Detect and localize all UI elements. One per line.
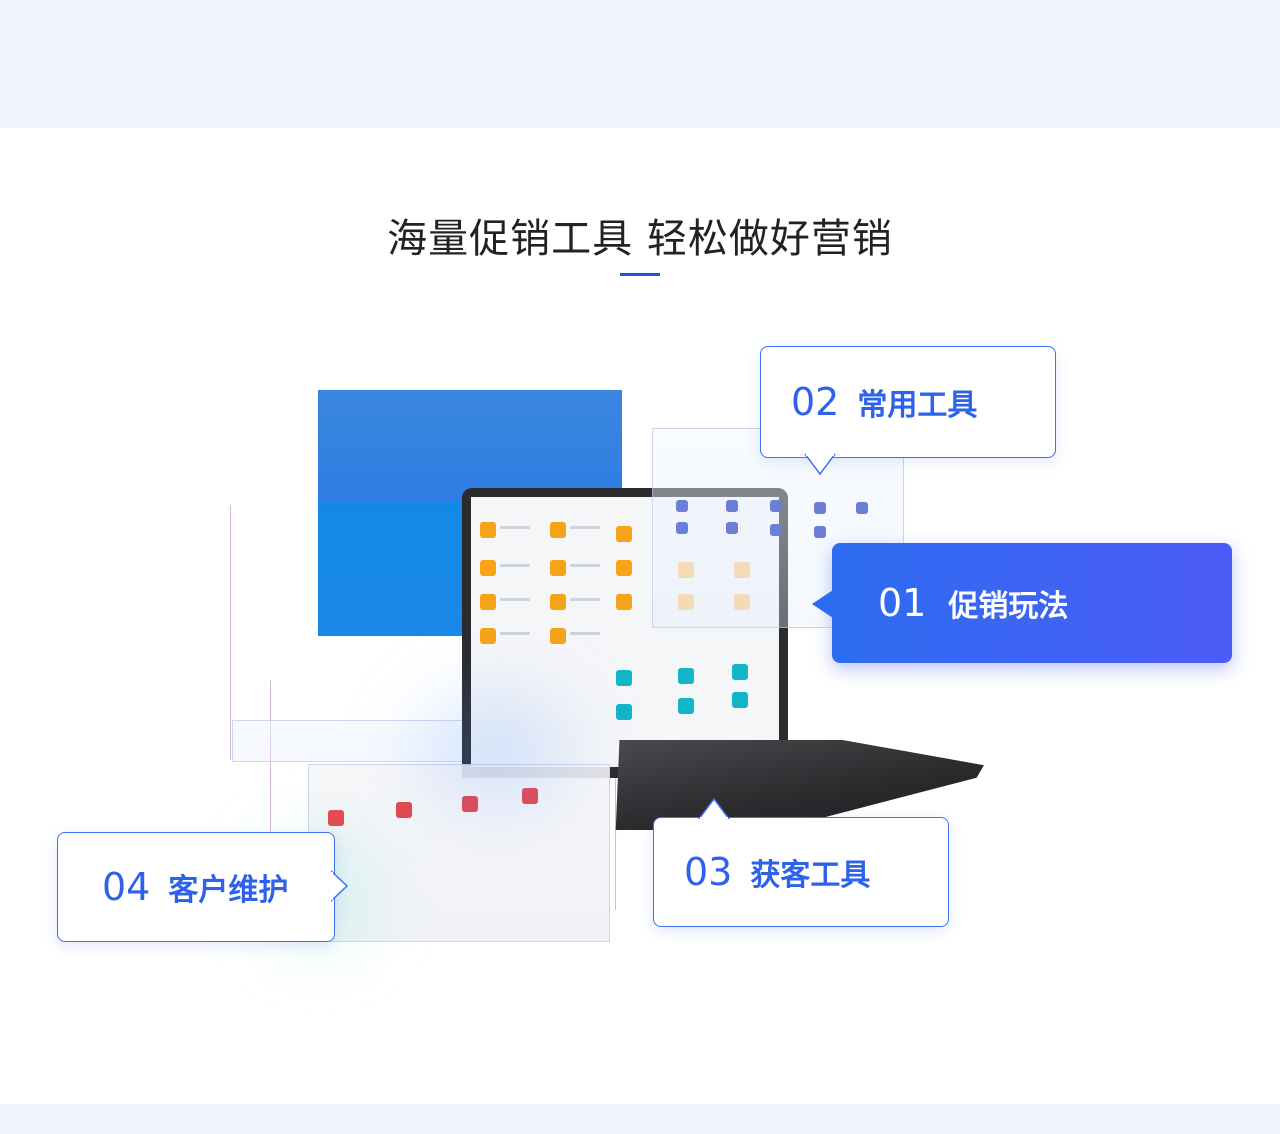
app-tile xyxy=(678,668,694,684)
text-line xyxy=(500,526,530,529)
app-tile xyxy=(550,522,566,538)
app-tile xyxy=(676,500,688,512)
feature-card-03[interactable]: 03 获客工具 xyxy=(653,817,949,927)
app-tile xyxy=(856,502,868,514)
app-tile xyxy=(678,698,694,714)
glow xyxy=(420,700,570,800)
text-line xyxy=(570,564,600,567)
app-tile xyxy=(522,788,538,804)
app-tile xyxy=(480,560,496,576)
app-tile xyxy=(814,502,826,514)
app-tile xyxy=(734,594,750,610)
feature-number: 02 xyxy=(791,380,840,424)
feature-label: 常用工具 xyxy=(857,388,978,423)
app-tile xyxy=(676,522,688,534)
app-tile xyxy=(550,560,566,576)
card-pointer xyxy=(698,797,730,819)
decor-line xyxy=(615,760,616,910)
decor-line xyxy=(230,505,231,760)
app-tile xyxy=(770,500,782,512)
card-pointer xyxy=(331,870,349,902)
feature-card-02[interactable]: 02 常用工具 xyxy=(760,346,1056,458)
feature-label: 客户维护 xyxy=(168,873,289,908)
app-tile xyxy=(726,500,738,512)
app-tile xyxy=(550,628,566,644)
title-underline xyxy=(620,273,660,276)
app-tile xyxy=(328,810,344,826)
app-tile xyxy=(726,522,738,534)
feature-number: 01 xyxy=(878,581,927,625)
decor-line xyxy=(270,680,271,940)
app-tile xyxy=(462,796,478,812)
feature-card-04[interactable]: 04 客户维护 xyxy=(57,832,335,942)
app-tile xyxy=(678,594,694,610)
top-band xyxy=(0,0,1280,128)
feature-label: 促销玩法 xyxy=(948,589,1069,624)
feature-label: 获客工具 xyxy=(750,858,871,893)
feature-card-01[interactable]: 01 促销玩法 xyxy=(832,543,1232,663)
feature-number: 03 xyxy=(684,850,733,894)
app-tile xyxy=(616,704,632,720)
app-tile xyxy=(734,562,750,578)
card-pointer xyxy=(812,590,833,618)
app-tile xyxy=(732,664,748,680)
app-tile xyxy=(616,594,632,610)
app-tile xyxy=(480,522,496,538)
text-line xyxy=(570,632,600,635)
app-tile xyxy=(396,802,412,818)
page-title: 海量促销工具 轻松做好营销 xyxy=(387,216,893,262)
text-line xyxy=(500,564,530,567)
app-tile xyxy=(678,562,694,578)
text-line xyxy=(500,598,530,601)
app-tile xyxy=(480,594,496,610)
text-line xyxy=(570,598,600,601)
app-tile xyxy=(480,628,496,644)
app-tile xyxy=(814,526,826,538)
glass-panel xyxy=(308,764,610,942)
feature-number: 04 xyxy=(102,865,151,909)
app-tile xyxy=(616,560,632,576)
app-tile xyxy=(616,670,632,686)
app-tile xyxy=(616,526,632,542)
card-pointer xyxy=(804,454,836,476)
bottom-band xyxy=(0,1104,1280,1134)
app-tile xyxy=(550,594,566,610)
text-line xyxy=(500,632,530,635)
text-line xyxy=(570,526,600,529)
app-tile xyxy=(732,692,748,708)
app-tile xyxy=(770,524,782,536)
